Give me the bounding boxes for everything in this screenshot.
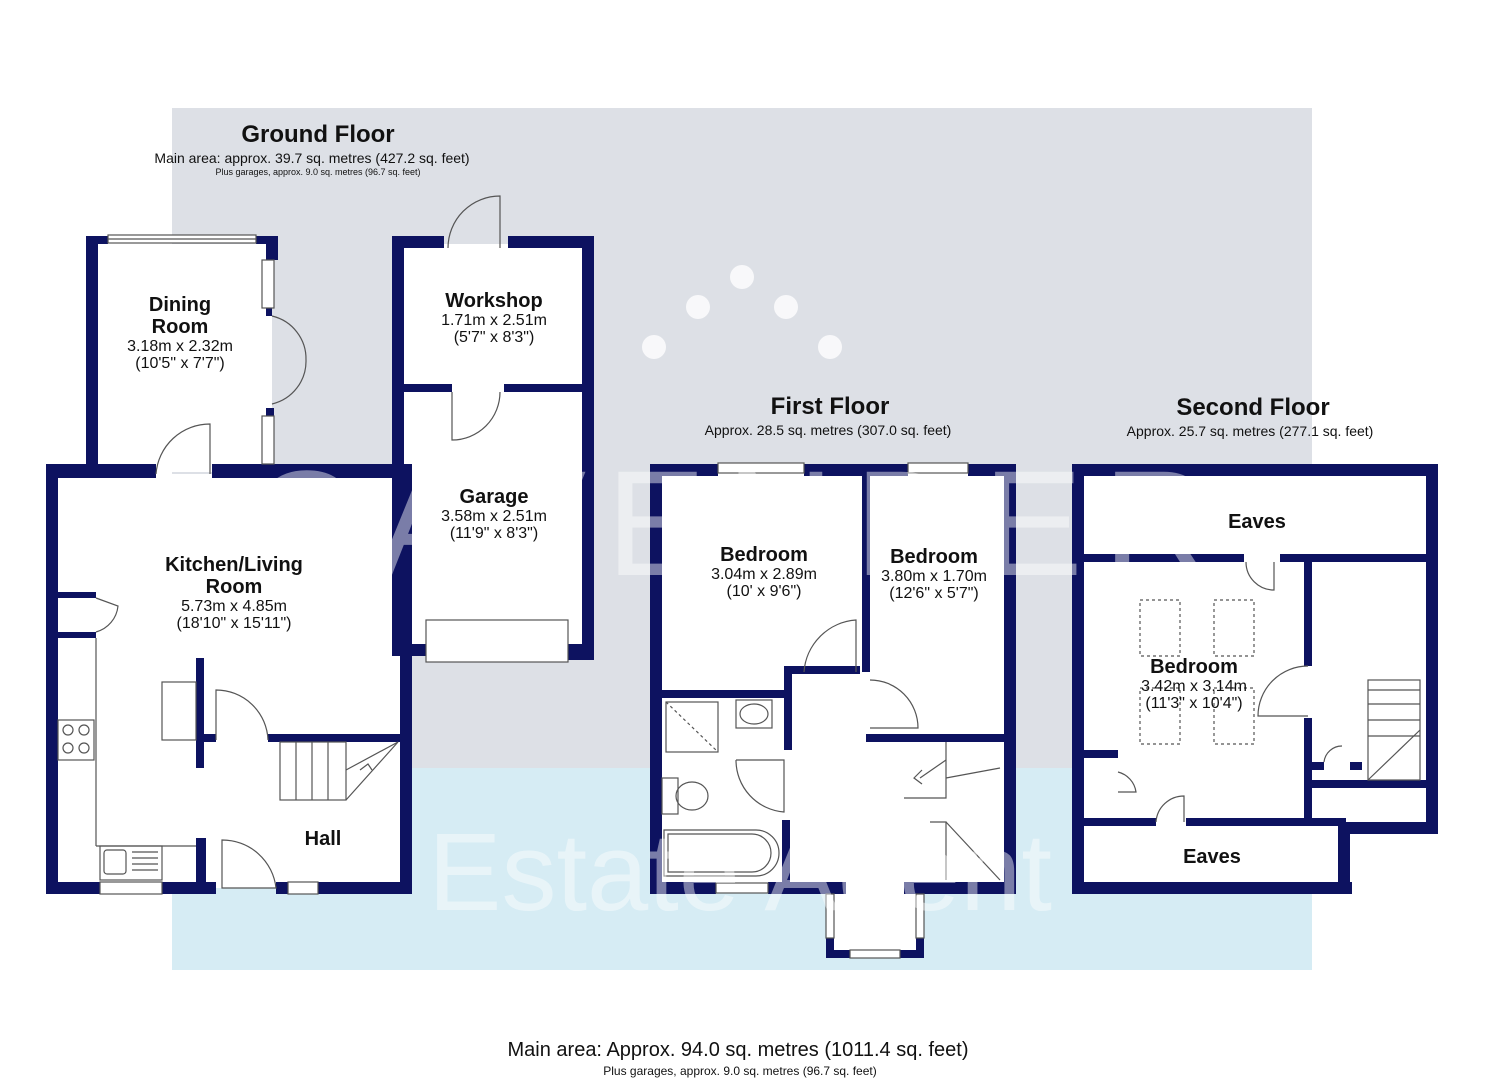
watermark-logo-dots xyxy=(642,265,842,359)
room-workshop-name: Workshop xyxy=(445,290,543,312)
room-dining-name-line2: Room xyxy=(151,316,209,338)
watermark-tagline: Estate Agent xyxy=(428,811,1052,934)
second-floor-walls xyxy=(1072,464,1438,894)
room-sf-bedroom-dimensions-metric: 3.42m x 3.14m xyxy=(1141,678,1247,695)
total-garages-area: Plus garages, approx. 9.0 sq. metres (96… xyxy=(603,1064,877,1078)
total-main-area: Main area: Approx. 94.0 sq. metres (1011… xyxy=(507,1039,969,1061)
room-bedroom1-dimensions-imperial: (10' x 9'6") xyxy=(726,583,802,600)
ground-floor-fixtures xyxy=(57,195,569,895)
room-workshop: Workshop 1.71m x 2.51m (5'7" x 8'3") xyxy=(441,290,547,346)
room-dining-name-line1: Dining xyxy=(148,294,212,316)
room-bedroom1-name: Bedroom xyxy=(720,544,808,566)
room-dining-dimensions-imperial: (10'5" x 7'7") xyxy=(135,355,225,372)
room-eaves-top-name: Eaves xyxy=(1228,511,1286,533)
room-eaves-bottom-name: Eaves xyxy=(1183,846,1241,868)
room-dining: Dining Room 3.18m x 2.32m (10'5" x 7'7") xyxy=(127,294,233,372)
room-garage-dimensions-imperial: (11'9" x 8'3") xyxy=(449,525,539,542)
room-sf-bedroom-dimensions-imperial: (11'3" x 10'4") xyxy=(1145,695,1243,712)
room-bedroom2-dimensions-metric: 3.80m x 1.70m xyxy=(881,568,987,585)
ground-floor-area: Main area: approx. 39.7 sq. metres (427.… xyxy=(154,150,470,166)
room-kitchen-living: Kitchen/Living Room 5.73m x 4.85m (18'10… xyxy=(165,554,303,632)
room-garage: Garage 3.58m x 2.51m (11'9" x 8'3") xyxy=(441,486,547,542)
room-garage-dimensions-metric: 3.58m x 2.51m xyxy=(441,508,547,525)
room-bedroom2-dimensions-imperial: (12'6" x 5'7") xyxy=(889,585,979,602)
second-floor-fixtures xyxy=(1117,561,1421,823)
first-floor-walls xyxy=(650,464,1016,958)
ground-floor-garages: Plus garages, approx. 9.0 sq. metres (96… xyxy=(215,167,421,177)
room-sf-bedroom-name: Bedroom xyxy=(1150,656,1238,678)
room-first-floor-bedroom-1: Bedroom 3.04m x 2.89m (10' x 9'6") xyxy=(711,544,817,600)
room-kitchen-name-line2: Room xyxy=(205,576,263,598)
room-dining-dimensions-metric: 3.18m x 2.32m xyxy=(127,338,233,355)
first-floor-area: Approx. 28.5 sq. metres (307.0 sq. feet) xyxy=(704,422,952,438)
room-first-floor-bedroom-2: Bedroom 3.80m x 1.70m (12'6" x 5'7") xyxy=(881,546,987,602)
ground-floor-title: Ground Floor xyxy=(241,121,395,148)
watermark-brand: CAVENDER xyxy=(249,439,1231,607)
room-kitchen-dimensions-imperial: (18'10" x 15'11") xyxy=(176,615,292,632)
room-bedroom2-name: Bedroom xyxy=(890,546,978,568)
first-floor-fixtures xyxy=(661,462,1001,959)
second-floor-title: Second Floor xyxy=(1176,394,1330,421)
room-garage-name: Garage xyxy=(459,486,529,508)
room-workshop-dimensions-imperial: (5'7" x 8'3") xyxy=(453,329,535,346)
room-second-floor-bedroom: Bedroom 3.42m x 3.14m (11'3" x 10'4") xyxy=(1141,656,1247,712)
room-fills xyxy=(54,244,1432,952)
room-workshop-dimensions-metric: 1.71m x 2.51m xyxy=(441,312,547,329)
second-floor-area: Approx. 25.7 sq. metres (277.1 sq. feet) xyxy=(1126,423,1374,439)
room-kitchen-dimensions-metric: 5.73m x 4.85m xyxy=(181,598,287,615)
room-hall-name: Hall xyxy=(304,828,342,850)
ground-floor-walls xyxy=(46,236,594,894)
room-kitchen-name-line1: Kitchen/Living xyxy=(165,554,303,576)
first-floor-title: First Floor xyxy=(770,393,890,420)
room-bedroom1-dimensions-metric: 3.04m x 2.89m xyxy=(711,566,817,583)
